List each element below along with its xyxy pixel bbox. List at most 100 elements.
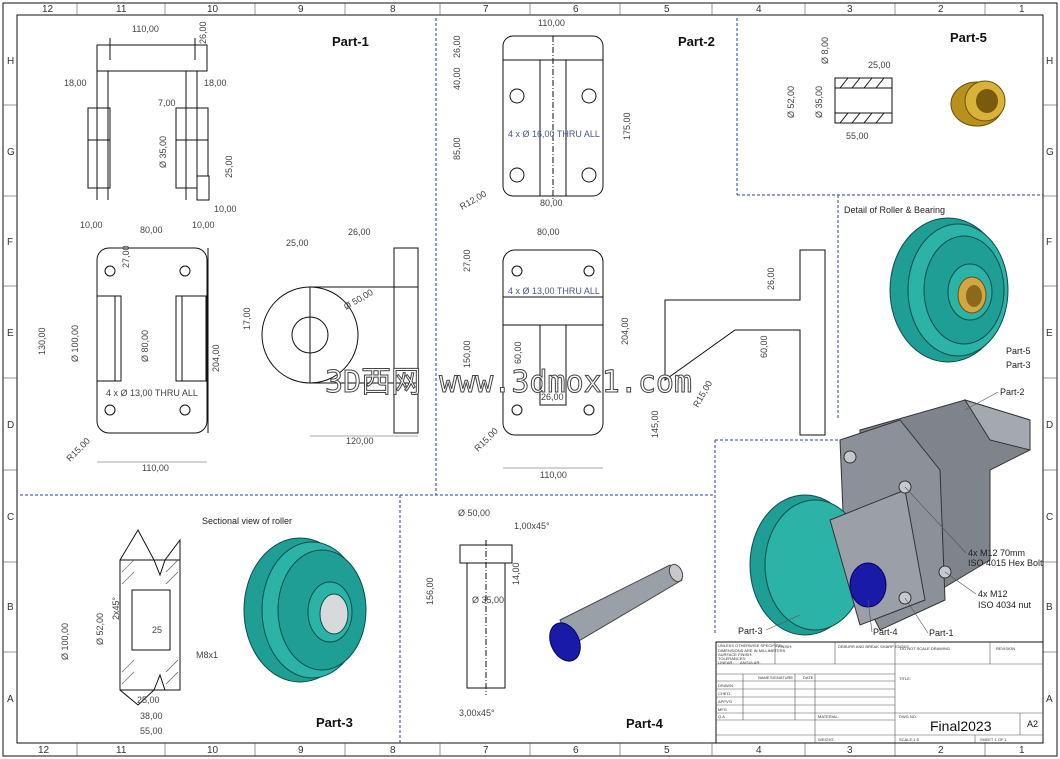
zone-num: 1 — [1019, 4, 1025, 15]
tb-row: APPV'D — [718, 699, 732, 704]
dim: 25,00 — [137, 695, 160, 705]
dim: 145,00 — [650, 410, 660, 438]
dim: R15,00 — [472, 426, 500, 454]
zone-numbers-bottom: 12 11 10 9 8 7 6 5 4 3 2 1 — [38, 745, 1025, 756]
zone-letter: E — [1046, 328, 1053, 339]
part5-section — [834, 77, 893, 124]
tb-row: MFG — [718, 707, 727, 712]
sheet-size: A2 — [1027, 719, 1038, 729]
zone-num: 7 — [483, 4, 489, 15]
dim: 3,00x45° — [459, 708, 495, 718]
zone-num: 7 — [483, 745, 489, 756]
part1-views: Part-1 110,00 26,00 18,00 18,00 7,00 Ø 3… — [37, 21, 419, 473]
tb-revision: REVISION — [996, 646, 1015, 651]
zone-num: 9 — [298, 4, 304, 15]
zone-letter: H — [7, 56, 14, 67]
tb-note: UNLESS OTHERWISE SPECIFIED: — [718, 643, 783, 648]
dim: 27,00 — [121, 245, 131, 268]
zone-letter: C — [7, 512, 14, 523]
dim: 80,00 — [537, 227, 560, 237]
tb-note: DIMENSIONS ARE IN MILLIMETERS — [718, 648, 786, 653]
tb-row: DRAWN — [718, 683, 733, 688]
zone-num: 8 — [390, 4, 396, 15]
watermark: 3D西网 www.3dmox1.com — [325, 365, 692, 400]
dim: 27,00 — [462, 249, 472, 272]
dim: 2x45° — [111, 596, 121, 620]
dim: 26,00 — [348, 227, 371, 237]
dim: Ø 35,00 — [472, 595, 504, 605]
dim: Ø 52,00 — [786, 86, 796, 118]
zone-num: 6 — [573, 745, 579, 756]
zone-num: 12 — [42, 4, 54, 15]
part4-title: Part-4 — [626, 716, 664, 731]
dim: 4 x Ø 16,00 THRU ALL — [508, 129, 600, 139]
part3-hatch — [121, 559, 179, 685]
dim: 204,00 — [211, 344, 221, 372]
zone-letters-left: H G F E D C B A — [7, 56, 15, 705]
dim: 26,00 — [541, 392, 564, 402]
dim: 26,00 — [198, 21, 208, 44]
zone-letter: A — [7, 694, 14, 705]
callout: Part-3 — [738, 626, 763, 636]
dim: 25,00 — [286, 238, 309, 248]
zone-letter: B — [7, 602, 14, 613]
zone-letter: B — [1046, 602, 1053, 613]
zone-num: 4 — [756, 4, 762, 15]
dim: Ø 100,00 — [60, 623, 70, 660]
tb-row: Q.A — [718, 714, 725, 719]
part3-roller-render — [243, 537, 367, 683]
zone-letter: H — [1046, 56, 1053, 67]
zone-num: 5 — [664, 745, 670, 756]
dim: 26,00 — [452, 35, 462, 58]
dim: R15,00 — [64, 436, 92, 464]
tb-col-name: NAME — [758, 675, 770, 680]
zone-letter: D — [1046, 420, 1053, 431]
zone-num: 3 — [847, 745, 853, 756]
dim: M8x1 — [196, 650, 218, 660]
callout: ISO 4015 Hex Bolt — [968, 558, 1043, 568]
dim: 110,00 — [132, 24, 159, 34]
part1-top-view — [87, 38, 210, 201]
callout: ISO 4034 nut — [978, 600, 1032, 610]
tb-row: CHK'D — [718, 691, 730, 696]
dim: 156,00 — [425, 577, 435, 605]
tb-title-label: TITLE: — [899, 676, 911, 681]
tb-note: TOLERANCES: — [718, 656, 746, 661]
part1-front-view — [96, 247, 209, 434]
zone-num: 6 — [573, 4, 579, 15]
zone-letter: F — [1046, 237, 1052, 248]
assembly-render: Part-2 4x M12 70mm ISO 4015 Hex Bolt 4x … — [738, 387, 1043, 638]
dim: 38,00 — [140, 711, 163, 721]
dim: Ø 35,00 — [158, 136, 168, 168]
dim: 4 x Ø 13,00 THRU ALL — [508, 286, 600, 296]
dim: 1,00x45° — [514, 521, 550, 531]
dim: 7,00 — [158, 98, 176, 108]
dim: 4 x Ø 13,00 THRU ALL — [106, 388, 198, 398]
dim: 25,00 — [224, 155, 234, 178]
part3-views: Part-3 Sectional view of roller Ø 100,00… — [60, 516, 367, 736]
zone-letters-right: H G F E D C B A — [1046, 56, 1054, 705]
part1-title: Part-1 — [332, 34, 369, 49]
dim: 17,00 — [242, 307, 252, 330]
dim: 110,00 — [538, 18, 565, 28]
detail-roller-render — [889, 217, 1009, 363]
tb-note: ANGULAR: — [740, 660, 760, 665]
dim: 130,00 — [37, 327, 47, 355]
part2-top-view — [502, 35, 604, 200]
dim: 10,00 — [214, 204, 237, 214]
tb-deburr: DEBURR AND BREAK SHARP EDGES — [838, 644, 909, 649]
part4-pin-render — [549, 563, 684, 662]
zone-ticks — [3, 3, 1057, 756]
tb-material: MATERIAL: — [818, 714, 839, 719]
tb-note: LINEAR: — [718, 660, 734, 665]
zone-num: 2 — [938, 4, 944, 15]
zone-num: 11 — [116, 4, 127, 15]
dim: Ø 80,00 — [140, 330, 150, 362]
dim: 120,00 — [346, 436, 374, 446]
zone-num: 10 — [207, 4, 219, 15]
callout: 4x M12 — [978, 589, 1008, 599]
callout: 4x M12 70mm — [968, 548, 1025, 558]
zone-letter: E — [7, 328, 14, 339]
dim: 10,00 — [80, 220, 103, 230]
part2-views: Part-2 110,00 26,00 40,00 4 x Ø 16,00 TH… — [452, 18, 826, 480]
